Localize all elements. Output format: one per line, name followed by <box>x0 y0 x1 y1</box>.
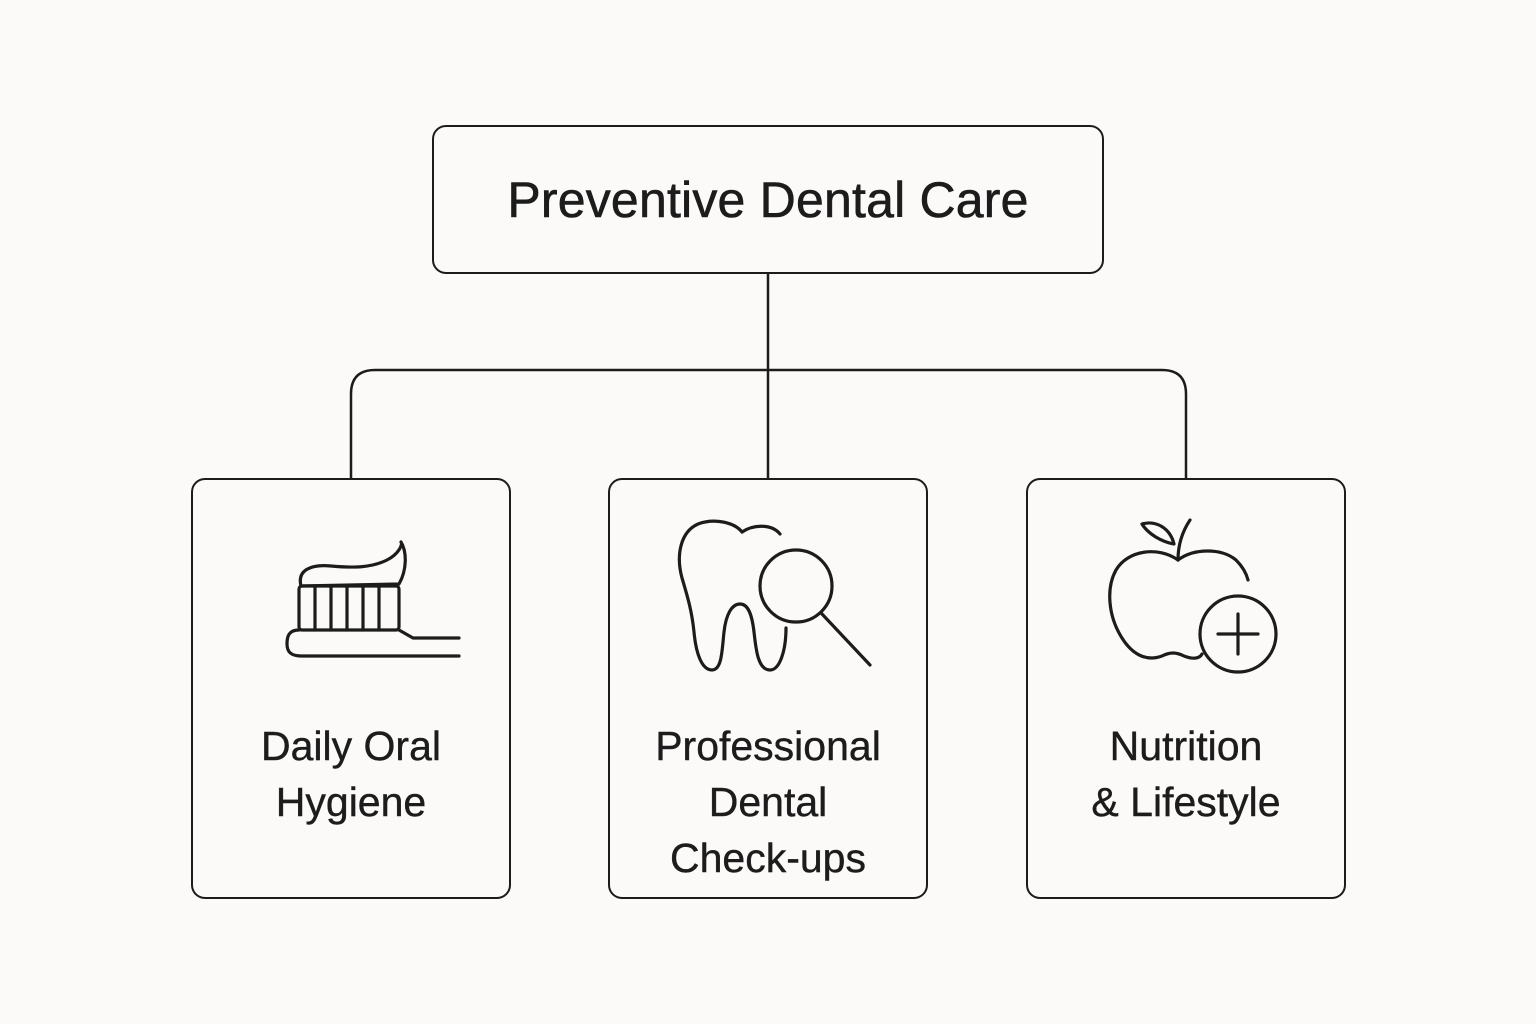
label-line: Hygiene <box>275 779 427 825</box>
tooth-magnifier-icon <box>677 519 872 672</box>
child-node-professional-dental-checkups: Professional Dental Check-ups <box>608 478 928 899</box>
label-line: Daily Oral <box>261 723 441 769</box>
child-label-professional-dental-checkups: Professional Dental Check-ups <box>620 718 916 886</box>
label-line: Check-ups <box>670 835 866 881</box>
child-label-daily-oral-hygiene: Daily Oral Hygiene <box>203 718 499 830</box>
label-line: Dental <box>708 779 828 825</box>
root-title: Preventive Dental Care <box>507 171 1029 228</box>
label-line: Professional <box>655 723 881 769</box>
connector-branch-right <box>766 368 1188 480</box>
label-line: Nutrition <box>1109 723 1263 769</box>
apple-plus-icon <box>1108 518 1278 674</box>
root-node: Preventive Dental Care <box>432 125 1104 274</box>
child-node-daily-oral-hygiene: Daily Oral Hygiene <box>191 478 511 899</box>
child-label-nutrition-lifestyle: Nutrition & Lifestyle <box>1038 718 1334 830</box>
label-line: & Lifestyle <box>1091 779 1281 825</box>
child-node-nutrition-lifestyle: Nutrition & Lifestyle <box>1026 478 1346 899</box>
connector-branch-left <box>349 368 770 480</box>
toothbrush-icon <box>285 540 461 658</box>
